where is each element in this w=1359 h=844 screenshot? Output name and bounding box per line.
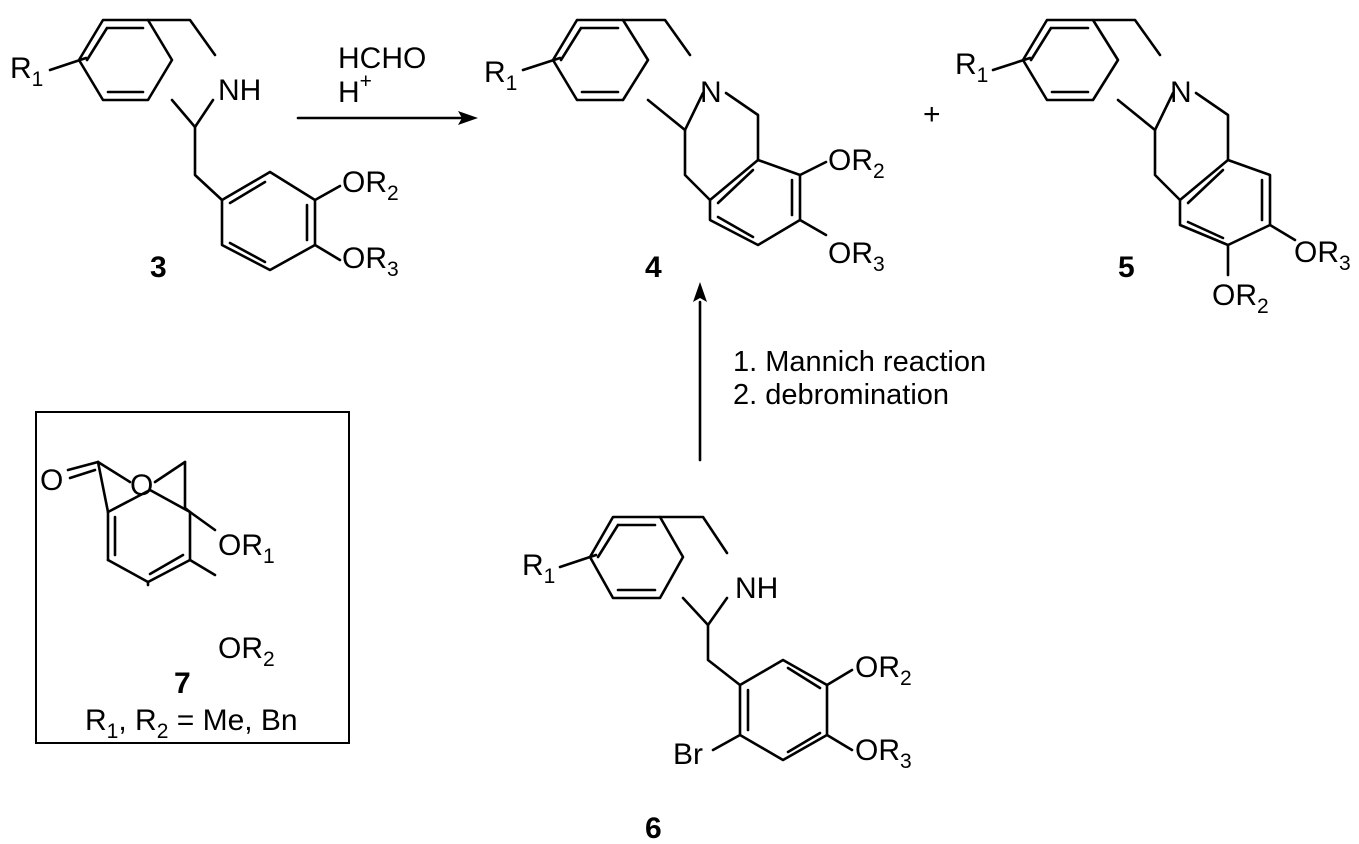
- compound-3-number: 3: [150, 251, 167, 284]
- compound-5-structure: R1 N OR3 OR2 5: [955, 18, 1351, 318]
- compound-3-bonds: [48, 18, 342, 272]
- compound-6-structure: R1 NH OR2 OR3 Br 6: [522, 515, 912, 844]
- arrow-head: [693, 282, 707, 302]
- compound-7-or1-label: OR1: [218, 529, 275, 568]
- compound-5-or2-label: OR2: [1212, 279, 1269, 318]
- compound-7-number: 7: [174, 667, 191, 700]
- compound-5-r1-label: R1: [955, 48, 988, 87]
- compound-5-n-label: N: [1170, 76, 1192, 109]
- compound-6-nh-label: NH: [735, 572, 778, 605]
- compound-6-or3-label: OR3: [855, 734, 912, 773]
- compound-4-structure: R1 N OR2 OR3 4: [484, 18, 885, 284]
- compound-3-or2-label: OR2: [342, 166, 399, 205]
- plus-sign: +: [923, 98, 941, 131]
- compound-3-r1-label: R1: [10, 52, 43, 91]
- compound-4-n-label: N: [700, 76, 722, 109]
- compound-3-or3-label: OR3: [342, 242, 399, 281]
- compound-7-box: O O OR1 OR2 7 R1, R2 = Me, Bn: [35, 411, 350, 744]
- compound-4-or2-label: OR2: [828, 144, 885, 183]
- reagent-acid: H+: [338, 70, 372, 109]
- reagent-hcho: HCHO: [338, 42, 426, 75]
- compound-4-or3-label: OR3: [828, 237, 885, 276]
- compound-6-or2-label: OR2: [855, 651, 912, 690]
- arrow-head: [458, 111, 478, 125]
- compound-6-r1-label: R1: [522, 549, 555, 588]
- compound-4-bonds: [521, 18, 828, 247]
- compound-6-bonds: [558, 515, 854, 762]
- compound-7-legend: R1, R2 = Me, Bn: [85, 704, 298, 743]
- compound-5-or3-label: OR3: [1294, 236, 1351, 275]
- compound-4-r1-label: R1: [484, 56, 517, 95]
- step-2-debromination: 2. debromination: [733, 379, 949, 411]
- compound-7-frame: [35, 411, 350, 744]
- compound-7-or2-label: OR2: [218, 632, 275, 671]
- compound-4-number: 4: [645, 251, 662, 284]
- reaction-arrow-3-to-4: HCHO H+: [296, 42, 478, 125]
- compound-3-nh-label: NH: [218, 74, 261, 107]
- compound-6-number: 6: [645, 812, 662, 844]
- compound-7-bonds: [66, 460, 217, 587]
- compound-7-carbonyl-o: O: [40, 464, 63, 497]
- compound-6-br-label: Br: [673, 738, 703, 771]
- reaction-arrow-6-to-4: 1. Mannich reaction 2. debromination: [693, 282, 986, 462]
- step-1-mannich: 1. Mannich reaction: [733, 346, 986, 378]
- compound-5-bonds: [991, 18, 1297, 277]
- compound-7-ring-o: O: [130, 469, 153, 502]
- compound-3-structure: R1 NH OR2 OR3 3: [10, 18, 399, 284]
- compound-5-number: 5: [1118, 251, 1135, 284]
